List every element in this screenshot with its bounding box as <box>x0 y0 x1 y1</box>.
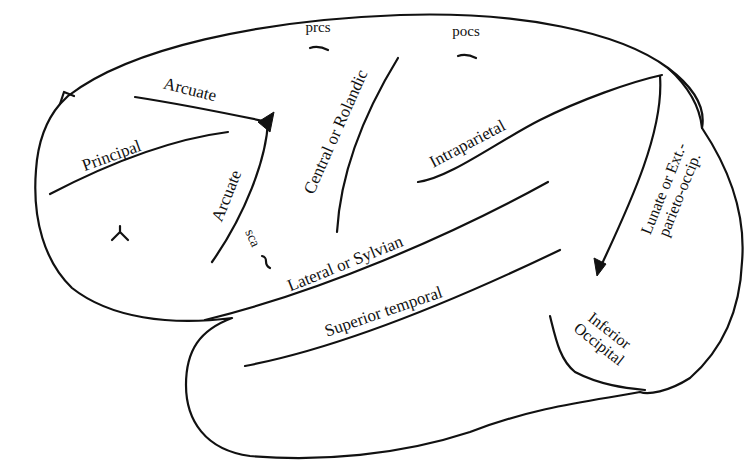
frontal-notch <box>60 92 74 104</box>
subcentral-dimple <box>262 256 270 268</box>
sylvian-fissure <box>205 182 548 320</box>
frontal-dimple <box>112 226 128 240</box>
occipital-border <box>668 68 702 128</box>
sulcus-label: sca <box>241 225 263 251</box>
arcuate-genu <box>258 112 274 132</box>
sulcus-label: Principal <box>78 136 146 175</box>
sulcus-label: Inferior Occipital <box>563 301 645 375</box>
sulcus-label: Lateral or Sylvian <box>283 232 407 296</box>
lunate-sulcus <box>600 76 660 268</box>
superior-temporal-sulcus <box>245 250 560 366</box>
intraparietal-sulcus <box>418 75 662 182</box>
sulcus-label: prcs <box>304 20 333 36</box>
sulcus-label: Lunate or Ext.-parieto-occip. <box>631 123 713 262</box>
principal-sulcus <box>50 132 228 194</box>
sulcus-label: Superior temporal <box>321 283 447 341</box>
sulcus-label: Arcuate <box>208 166 246 226</box>
precentral-dimple <box>310 47 328 50</box>
sulcus-label: Arcuate <box>160 74 220 105</box>
brain-outline <box>35 15 742 459</box>
sulcus-label: pocs <box>450 24 482 40</box>
postcentral-dimple <box>458 55 476 58</box>
lunate-arrowhead <box>594 258 606 276</box>
